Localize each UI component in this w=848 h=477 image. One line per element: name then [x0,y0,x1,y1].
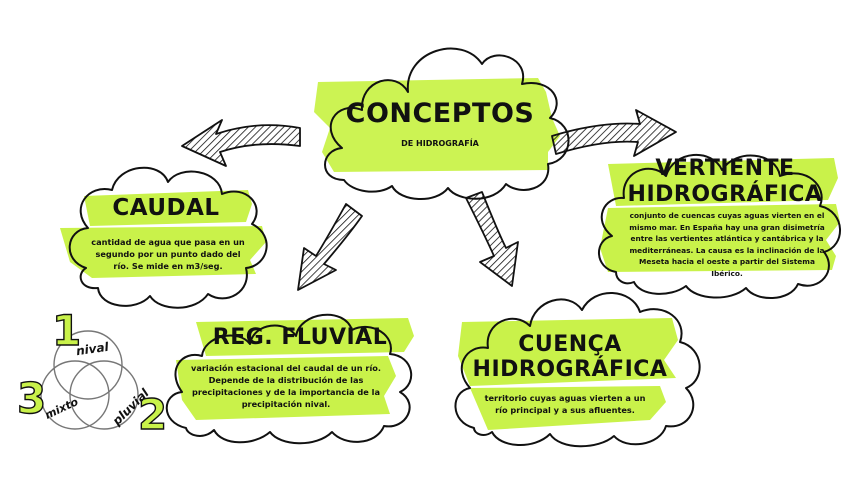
arrow-to-cuenca [465,191,519,287]
vertiente-title-line2: HIDROGRÁFICA [627,182,823,207]
arrow-to-vertiente [551,109,677,157]
vertiente-text: conjunto de cuencas cuyas aguas vierten … [629,211,825,278]
cuenca-text: territorio cuyas aguas vierten a un río … [484,393,646,415]
vertiente-title-line1: VERTIENTE [655,156,795,181]
caudal-title: CAUDAL [112,195,220,221]
regimen-text: variación estacional del caudal de un rí… [190,363,382,409]
highlighter-strokes [60,78,840,430]
venn-circle-pluvial [69,360,139,430]
cloud-outlines [68,47,841,448]
regimen-title: REG. FLUVIAL [212,325,388,350]
venn-diagram [40,330,139,430]
center-subtitle: DE HIDROGRAFÍA [401,139,479,148]
arrow-to-caudal [181,119,301,167]
venn-circle-mixto [40,360,110,430]
connector-arrows [181,109,677,291]
cuenca-title-line1: CUENÇA [518,332,622,357]
venn-circle-nival [53,330,123,400]
cuenca-title-line2: HIDROGRÁFICA [472,357,668,382]
venn-digit-2: 2 [137,390,168,439]
venn-digit-1: 1 [51,306,82,355]
arrow-to-regimen [297,203,363,291]
center-title: CONCEPTOS [345,98,535,129]
caudal-text: cantidad de agua que pasa en un segundo … [91,237,245,271]
venn-digit-3: 3 [16,374,47,423]
